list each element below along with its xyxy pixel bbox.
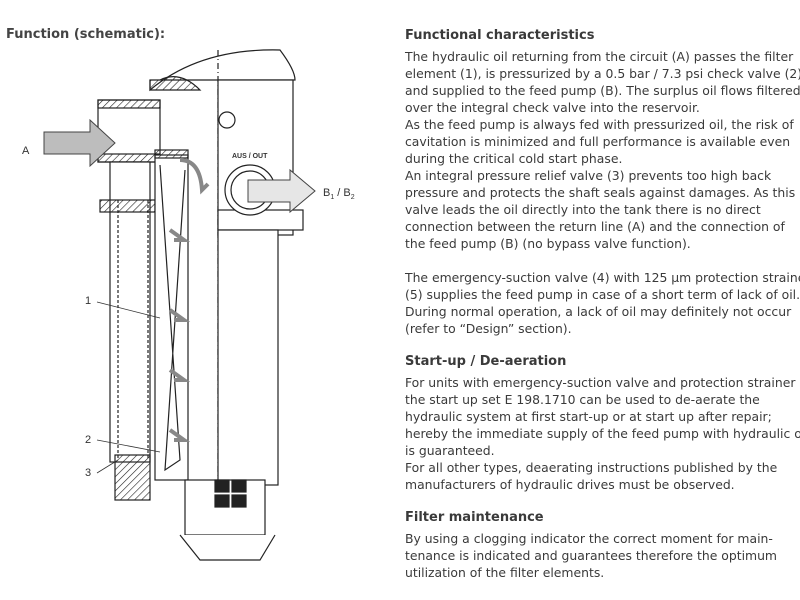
section-functional-characteristics: Functional characteristics The hydraulic… bbox=[405, 27, 800, 337]
outlet-arrow-b bbox=[247, 168, 316, 214]
text-line: the start up set E 198.1710 can be used … bbox=[405, 392, 760, 407]
text-line: pressure and protects the shaft seals ag… bbox=[405, 185, 796, 200]
text-line: tenance is indicated and guarantees ther… bbox=[405, 548, 778, 563]
section-start-up: Start-up / De-aeration For units with em… bbox=[405, 353, 800, 493]
text-line: cavitation is minimized and full perform… bbox=[405, 134, 791, 149]
text-line: and supplied to the feed pump (B). The s… bbox=[405, 83, 800, 98]
paragraph: For units with emergency-suction valve a… bbox=[405, 374, 800, 493]
label-3: 3 bbox=[85, 467, 91, 479]
text-line: (5) supplies the feed pump in case of a … bbox=[405, 287, 800, 302]
text-line: is guaranteed. bbox=[405, 443, 495, 458]
text-line: manufacturers of hydraulic drives must b… bbox=[405, 477, 735, 492]
text-line: As the feed pump is always fed with pres… bbox=[405, 117, 794, 132]
label-a: A bbox=[22, 145, 30, 157]
section-heading: Filter maintenance bbox=[405, 510, 544, 525]
text-line: For units with emergency-suction valve a… bbox=[405, 375, 796, 390]
text-line: element (1), is pressurized by a 0.5 bar… bbox=[405, 66, 800, 81]
text-column: Functional characteristics The hydraulic… bbox=[405, 27, 800, 581]
text-line: During normal operation, a lack of oil m… bbox=[405, 304, 792, 319]
section-heading: Start-up / De-aeration bbox=[405, 354, 567, 369]
section-heading: Functional characteristics bbox=[405, 28, 595, 43]
text-line: connection between the return line (A) a… bbox=[405, 219, 785, 234]
filter-schematic-diagram: A AUS / OUT B1 / B2 1 2 3 bbox=[22, 49, 355, 561]
paragraph: By using a clogging indicator the correc… bbox=[405, 530, 800, 581]
text-line: during the critical cold start phase. bbox=[405, 151, 623, 166]
text-line: the feed pump (B) (no bypass valve funct… bbox=[405, 236, 691, 251]
text-line: valve leads the oil directly into the ta… bbox=[405, 202, 761, 217]
text-line: hereby the immediate supply of the feed … bbox=[405, 426, 800, 441]
text-line: By using a clogging indicator the correc… bbox=[405, 531, 773, 546]
paragraph: The hydraulic oil returning from the cir… bbox=[405, 48, 800, 252]
text-line: An integral pressure relief valve (3) pr… bbox=[405, 168, 772, 183]
label-1: 1 bbox=[85, 295, 91, 307]
text-line: utilization of the filter elements. bbox=[405, 565, 605, 580]
text-line: hydraulic system at first start-up or at… bbox=[405, 409, 772, 424]
paragraph: The emergency-suction valve (4) with 125… bbox=[405, 269, 800, 337]
text-line: The hydraulic oil returning from the cir… bbox=[405, 49, 794, 64]
text-line: (refer to “Design” section). bbox=[405, 321, 572, 336]
text-line: For all other types, deaerating instruct… bbox=[405, 460, 778, 475]
label-b1-b2: B1 / B2 bbox=[323, 187, 355, 201]
text-line: over the integral check valve into the r… bbox=[405, 100, 700, 115]
section-filter-maintenance: Filter maintenance By using a clogging i… bbox=[405, 509, 800, 581]
label-2: 2 bbox=[85, 434, 91, 446]
inlet-housing bbox=[97, 99, 161, 163]
inlet-arrow-a bbox=[43, 118, 116, 168]
flow-arrows bbox=[168, 158, 210, 442]
text-line: The emergency-suction valve (4) with 125… bbox=[405, 270, 800, 285]
label-aus-out: AUS / OUT bbox=[232, 153, 268, 160]
schematic-title: Function (schematic): bbox=[6, 27, 166, 42]
